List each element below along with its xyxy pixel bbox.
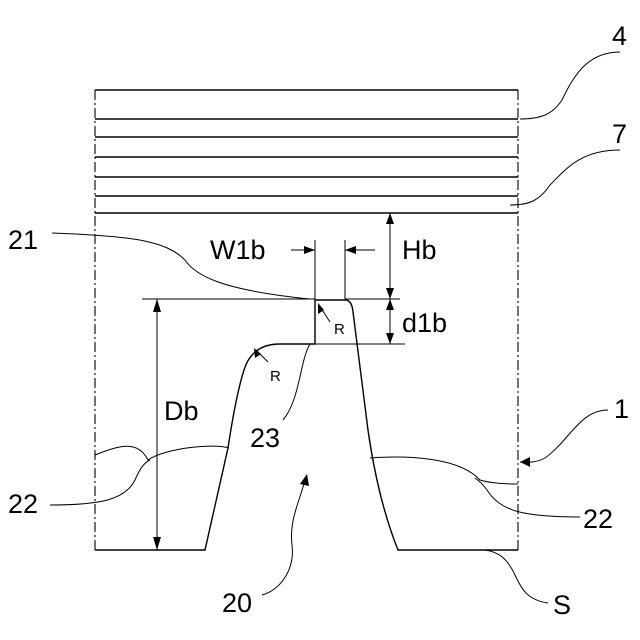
- dimension-d1b: [315, 299, 405, 344]
- label-1: 1: [614, 394, 629, 424]
- tread-groove-profile: [95, 300, 518, 550]
- label-22-right: 22: [583, 504, 613, 534]
- belt-layers: [95, 90, 518, 213]
- label-d1b: d1b: [402, 308, 447, 338]
- leader-7: [510, 150, 620, 205]
- leader-21: [52, 233, 310, 299]
- leader-1: [520, 410, 608, 462]
- label-r-lower: R: [270, 368, 281, 385]
- label-23: 23: [250, 423, 280, 453]
- label-21: 21: [8, 225, 38, 255]
- label-hb: Hb: [402, 235, 437, 265]
- arrow-1: [520, 457, 530, 467]
- leader-23: [283, 344, 310, 420]
- leader-22-right: [475, 478, 580, 517]
- tread-surface-curve-right: [370, 457, 518, 484]
- label-w1b: W1b: [210, 235, 266, 265]
- leader-4: [520, 52, 620, 119]
- label-22-left: 22: [8, 489, 38, 519]
- label-7: 7: [612, 119, 627, 149]
- label-db: Db: [164, 396, 199, 426]
- arrow-20: [300, 474, 309, 486]
- dimension-w1b: [291, 240, 375, 300]
- leader-s: [485, 550, 548, 603]
- label-4: 4: [612, 21, 627, 51]
- label-20: 20: [222, 588, 252, 618]
- tread-surface-curve-left: [95, 446, 229, 460]
- leader-20: [262, 480, 305, 595]
- label-s: S: [553, 590, 571, 620]
- label-r-upper: R: [334, 321, 345, 338]
- leader-22-left: [50, 460, 150, 505]
- dimension-hb: [386, 213, 394, 299]
